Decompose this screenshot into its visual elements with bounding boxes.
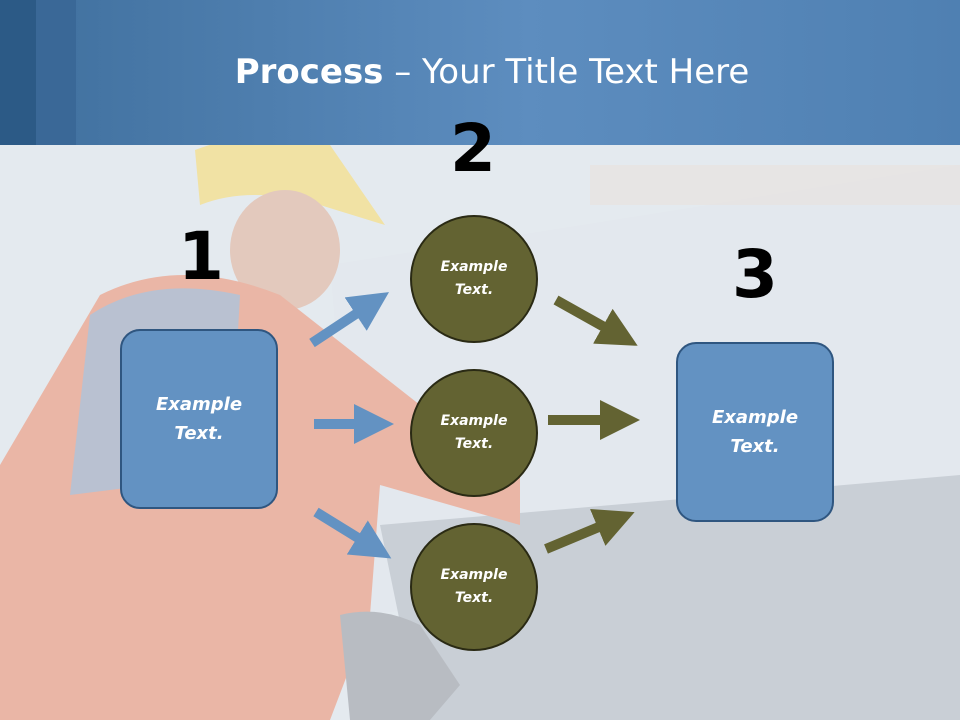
circle-middle: Example Text. xyxy=(410,369,538,497)
circle-top: Example Text. xyxy=(410,215,538,343)
circle-top-text: Example Text. xyxy=(440,259,508,298)
right-box: Example Text. xyxy=(676,342,834,522)
banner-accent-mid xyxy=(36,0,76,145)
step-number-3: 3 xyxy=(732,236,778,313)
title-rest: – Your Title Text Here xyxy=(383,52,750,92)
step-number-2: 2 xyxy=(450,110,496,187)
slide-title: Process – Your Title Text Here xyxy=(0,52,960,92)
step-number-1: 1 xyxy=(178,218,224,295)
circle-middle-text: Example Text. xyxy=(440,413,508,452)
circle-bottom-text: Example Text. xyxy=(440,567,508,606)
left-box-text: Example Text. xyxy=(155,394,243,444)
circle-bottom: Example Text. xyxy=(410,523,538,651)
right-box-text: Example Text. xyxy=(711,407,799,457)
title-banner: Process – Your Title Text Here xyxy=(0,0,960,145)
banner-accent-dark xyxy=(0,0,36,145)
left-box: Example Text. xyxy=(120,329,278,509)
title-bold: Process xyxy=(234,52,384,92)
